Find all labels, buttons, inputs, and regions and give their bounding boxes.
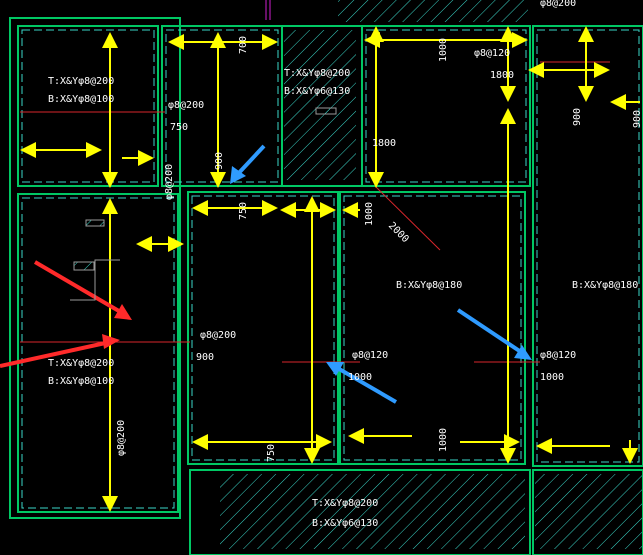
- dash-lb: [21, 197, 175, 509]
- slab-label-lb-top: T:X&Yφ8@200: [48, 358, 114, 369]
- rebar-label-8: φ8@200: [540, 0, 576, 9]
- rebar-label-3: φ8@120: [540, 350, 576, 361]
- rebar-label-5: φ8@200: [200, 330, 236, 341]
- wall-outer-left: [9, 17, 181, 519]
- dim-1800-top: 1800: [490, 70, 514, 81]
- dim-900-mid: 900: [196, 352, 214, 363]
- rebar-label-4: φ8@200: [168, 100, 204, 111]
- slab-label-right: B:X&Yφ8@180: [572, 280, 638, 291]
- detail-symbols: [70, 107, 337, 301]
- dim-1000-mid: 1000: [364, 202, 375, 226]
- wall-room-mb: [187, 191, 339, 465]
- dim-700: 700: [238, 36, 249, 54]
- dim-750-top: 750: [170, 122, 188, 133]
- dim-1000-bottom: 1000: [438, 428, 449, 452]
- dim-1800-mid: 1800: [372, 138, 396, 149]
- blue-annotation-arrows: [230, 144, 532, 404]
- walls: [9, 17, 643, 555]
- wall-room-ctop: [361, 25, 531, 187]
- dim-1000-top: 1000: [438, 38, 449, 62]
- wall-bottom: [189, 469, 531, 555]
- dim-900-right: 900: [572, 108, 583, 126]
- dim-2000: 2000: [386, 220, 411, 245]
- slab-label-bottom-top: T:X&Yφ8@200: [312, 498, 378, 509]
- wall-room-lt: [17, 25, 159, 187]
- beam-lines: [21, 29, 640, 509]
- slab-label-mt-bottom: B:X&Yφ6@130: [284, 86, 350, 97]
- dash-mb: [191, 195, 335, 461]
- dash-cb: [343, 195, 522, 461]
- dash-lt: [21, 29, 155, 183]
- slab-labels: T:X&Yφ8@200 B:X&Yφ8@100 T:X&Yφ8@200 B:X&…: [48, 68, 638, 529]
- slab-label-mt-top: T:X&Yφ8@200: [284, 68, 350, 79]
- hatch-mid-room: [284, 30, 356, 180]
- rebar-arrows: [20, 26, 640, 512]
- rebar-label-7: φ8@200: [116, 420, 127, 456]
- wall-room-cb: [339, 191, 526, 465]
- rebar-label-2: φ8@120: [352, 350, 388, 361]
- hatch-bottom-right: [535, 474, 643, 549]
- dim-750-bottom: 750: [266, 444, 277, 462]
- hatch-bottom: [220, 474, 525, 549]
- dim-900-far-right: 900: [632, 110, 643, 128]
- slab-label-center: B:X&Yφ8@180: [396, 280, 462, 291]
- magenta-lines: [265, 0, 271, 20]
- hatch-top-center: [338, 0, 528, 22]
- dash-right: [536, 29, 640, 463]
- red-line-5: [374, 185, 441, 251]
- red-annotation-arrows: [0, 260, 132, 368]
- slab-label-lt-bottom: B:X&Yφ8@100: [48, 94, 114, 105]
- slab-label-bottom-bottom: B:X&Yφ6@130: [312, 518, 378, 529]
- dash-ctop: [365, 29, 527, 183]
- slab-label-lb-bottom: B:X&Yφ8@100: [48, 376, 114, 387]
- dim-1000-c2: 1000: [540, 372, 564, 383]
- wall-bottom-right: [532, 469, 643, 555]
- slab-label-lt-top: T:X&Yφ8@200: [48, 76, 114, 87]
- dimension-labels: 700 1000 1800 750 900 1800 750 1000 2000…: [170, 36, 643, 462]
- rebar-label-6: φ8@200: [164, 164, 175, 200]
- hatch-regions: [220, 0, 643, 549]
- dim-750-mid: 750: [238, 202, 249, 220]
- dim-900-top: 900: [214, 152, 225, 170]
- rebar-labels: φ8@120 φ8@120 φ8@120 φ8@200 φ8@200 φ8@20…: [116, 0, 576, 456]
- wall-room-lb: [17, 193, 179, 513]
- rebar-label-1: φ8@120: [474, 48, 510, 59]
- wall-room-right: [532, 25, 643, 467]
- dim-1000-c1: 1000: [348, 372, 372, 383]
